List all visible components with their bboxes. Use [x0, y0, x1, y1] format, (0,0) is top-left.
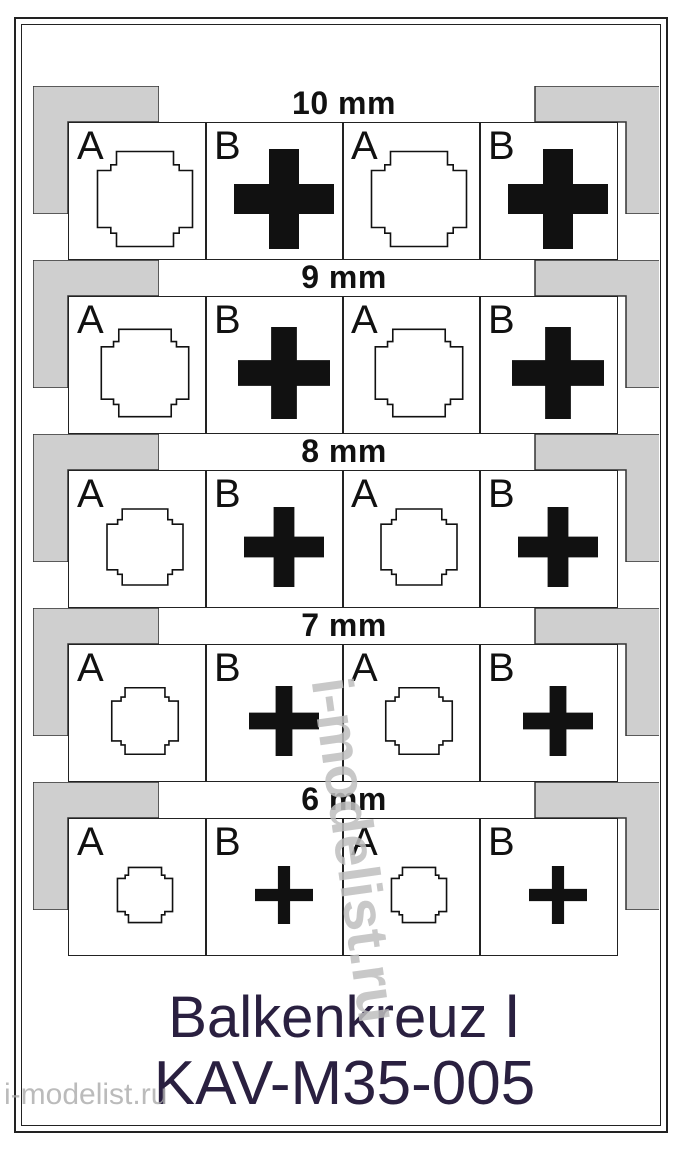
cell-divider: [479, 297, 481, 433]
sheet-inner-border: [21, 24, 661, 1126]
solid-cross-icon: [238, 327, 330, 419]
cell-divider: [205, 645, 207, 781]
decal-letter: B: [488, 820, 515, 864]
sheet-outer-border: [14, 17, 668, 1133]
outline-cross-icon: [380, 508, 458, 586]
decal-letter: B: [214, 646, 241, 690]
decal-outline-cross: A: [343, 471, 480, 607]
decal-solid-cross: B: [206, 297, 343, 433]
decal-letter: A: [77, 646, 104, 690]
size-label: 10 mm: [292, 85, 396, 121]
decal-outline-cross: A: [343, 123, 480, 259]
decal-letter: A: [77, 820, 104, 864]
decal-outline-cross: A: [343, 819, 480, 955]
sheet-title: Balkenkreuz Ⅰ: [168, 985, 521, 1050]
decal-outline-cross: A: [343, 645, 480, 781]
cell-divider: [205, 297, 207, 433]
solid-cross-icon: [529, 866, 587, 924]
decal-letter: B: [488, 472, 515, 516]
size-label: 6 mm: [301, 781, 387, 817]
size-label: 9 mm: [301, 259, 387, 295]
cell-divider: [342, 297, 344, 433]
outline-cross-icon: [110, 686, 180, 756]
decal-letter: A: [77, 472, 104, 516]
decal-letter: B: [488, 298, 515, 342]
outline-cross-icon: [370, 150, 468, 248]
decal-outline-cross: A: [69, 819, 206, 955]
outline-cross-icon: [384, 686, 454, 756]
cell-divider: [205, 123, 207, 259]
decal-letter: A: [351, 298, 378, 342]
decal-solid-cross: B: [480, 123, 617, 259]
outline-cross-icon: [106, 508, 184, 586]
cell-divider: [479, 471, 481, 607]
cell-divider: [479, 123, 481, 259]
decal-solid-cross: B: [480, 645, 617, 781]
decal-letter: B: [488, 646, 515, 690]
decal-outline-cross: A: [69, 297, 206, 433]
decal-outline-cross: A: [69, 471, 206, 607]
decal-solid-cross: B: [480, 297, 617, 433]
solid-cross-icon: [518, 507, 598, 587]
cell-divider: [479, 645, 481, 781]
solid-cross-icon: [508, 149, 608, 249]
decal-outline-cross: A: [69, 645, 206, 781]
decal-solid-cross: B: [206, 471, 343, 607]
decal-letter: A: [77, 124, 104, 168]
solid-cross-icon: [255, 866, 313, 924]
decal-solid-cross: B: [480, 471, 617, 607]
outline-cross-icon: [116, 866, 174, 924]
solid-cross-icon: [249, 686, 319, 756]
watermark-vertical: i-modelist.ru: [298, 673, 412, 1027]
decal-outline-cross: A: [343, 297, 480, 433]
decal-letter: A: [351, 820, 378, 864]
cell-divider: [342, 819, 344, 955]
sheet-code: KAV-M35-005: [153, 1049, 536, 1118]
decal-solid-cross: B: [206, 645, 343, 781]
decal-letter: B: [214, 820, 241, 864]
solid-cross-icon: [523, 686, 593, 756]
cell-divider: [479, 819, 481, 955]
cell-divider: [205, 819, 207, 955]
decal-letter: A: [351, 124, 378, 168]
decal-solid-cross: B: [206, 819, 343, 955]
cell-divider: [205, 471, 207, 607]
decal-solid-cross: B: [480, 819, 617, 955]
decal-letter: B: [214, 472, 241, 516]
decal-outline-cross: A: [69, 123, 206, 259]
outline-cross-icon: [390, 866, 448, 924]
outline-cross-icon: [96, 150, 194, 248]
decal-letter: B: [488, 124, 515, 168]
cell-divider: [342, 471, 344, 607]
solid-cross-icon: [244, 507, 324, 587]
decal-letter: A: [351, 472, 378, 516]
cell-divider: [342, 645, 344, 781]
size-label: 7 mm: [301, 607, 387, 643]
solid-cross-icon: [234, 149, 334, 249]
decal-letter: B: [214, 298, 241, 342]
decal-letter: A: [351, 646, 378, 690]
watermark-bottom: i-modelist.ru: [4, 1078, 168, 1111]
size-label: 8 mm: [301, 433, 387, 469]
cell-divider: [342, 123, 344, 259]
outline-cross-icon: [100, 328, 190, 418]
decal-solid-cross: B: [206, 123, 343, 259]
decal-letter: B: [214, 124, 241, 168]
solid-cross-icon: [512, 327, 604, 419]
outline-cross-icon: [374, 328, 464, 418]
decal-letter: A: [77, 298, 104, 342]
